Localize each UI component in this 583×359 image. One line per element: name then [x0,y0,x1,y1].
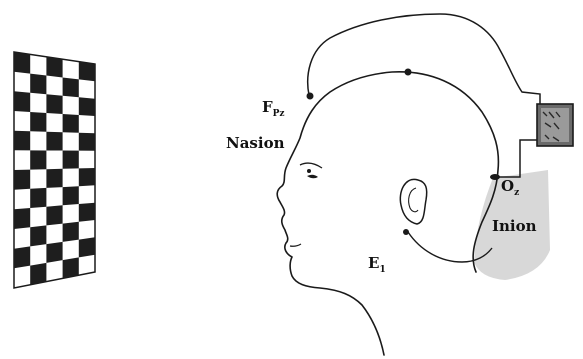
electrode-oz [490,174,500,180]
checker-square [79,237,95,257]
checker-square [14,131,30,151]
label-e1: E1 [368,254,386,275]
nasion-marker [307,169,311,173]
ear [400,179,426,224]
checker-square [46,242,62,263]
mouth-line [290,244,301,246]
electrode-e1 [403,229,409,235]
electrode-wire [308,14,540,112]
eye [307,175,318,179]
checker-square [63,257,79,278]
checker-square [30,112,46,132]
brow-line [300,163,322,168]
checker-square [79,62,95,82]
head-profile [277,72,498,355]
checker-square [14,170,30,190]
checker-square [63,151,79,169]
checker-square [63,222,79,242]
oz-wire [498,140,540,177]
checker-square [79,133,95,151]
checker-square [30,74,46,95]
checker-square [79,203,95,222]
checker-square [14,208,30,229]
electrode-fpz [307,93,314,100]
checker-square [63,186,79,205]
checker-square [46,205,62,225]
checker-square [30,225,46,246]
checker-square [30,188,46,208]
checker-square [30,263,46,285]
checker-square [14,52,30,74]
amplifier-box-icon [537,104,573,146]
checker-square [14,246,30,268]
electrode-cz [405,69,412,76]
label-nasion: Nasion [226,134,285,152]
checker-square [46,94,62,114]
checker-square [46,132,62,151]
ear-inner [409,188,418,212]
checker-square [14,91,30,112]
checker-square [63,114,79,133]
label-fpz: FPz [262,98,285,119]
checker-square [79,97,95,116]
checker-square [46,169,62,188]
checker-square [63,78,79,98]
checker-square [30,150,46,169]
checker-square [79,168,95,186]
checker-square [46,57,62,78]
checkerboard-stimulus-icon [14,52,95,288]
label-inion: Inion [492,217,537,235]
